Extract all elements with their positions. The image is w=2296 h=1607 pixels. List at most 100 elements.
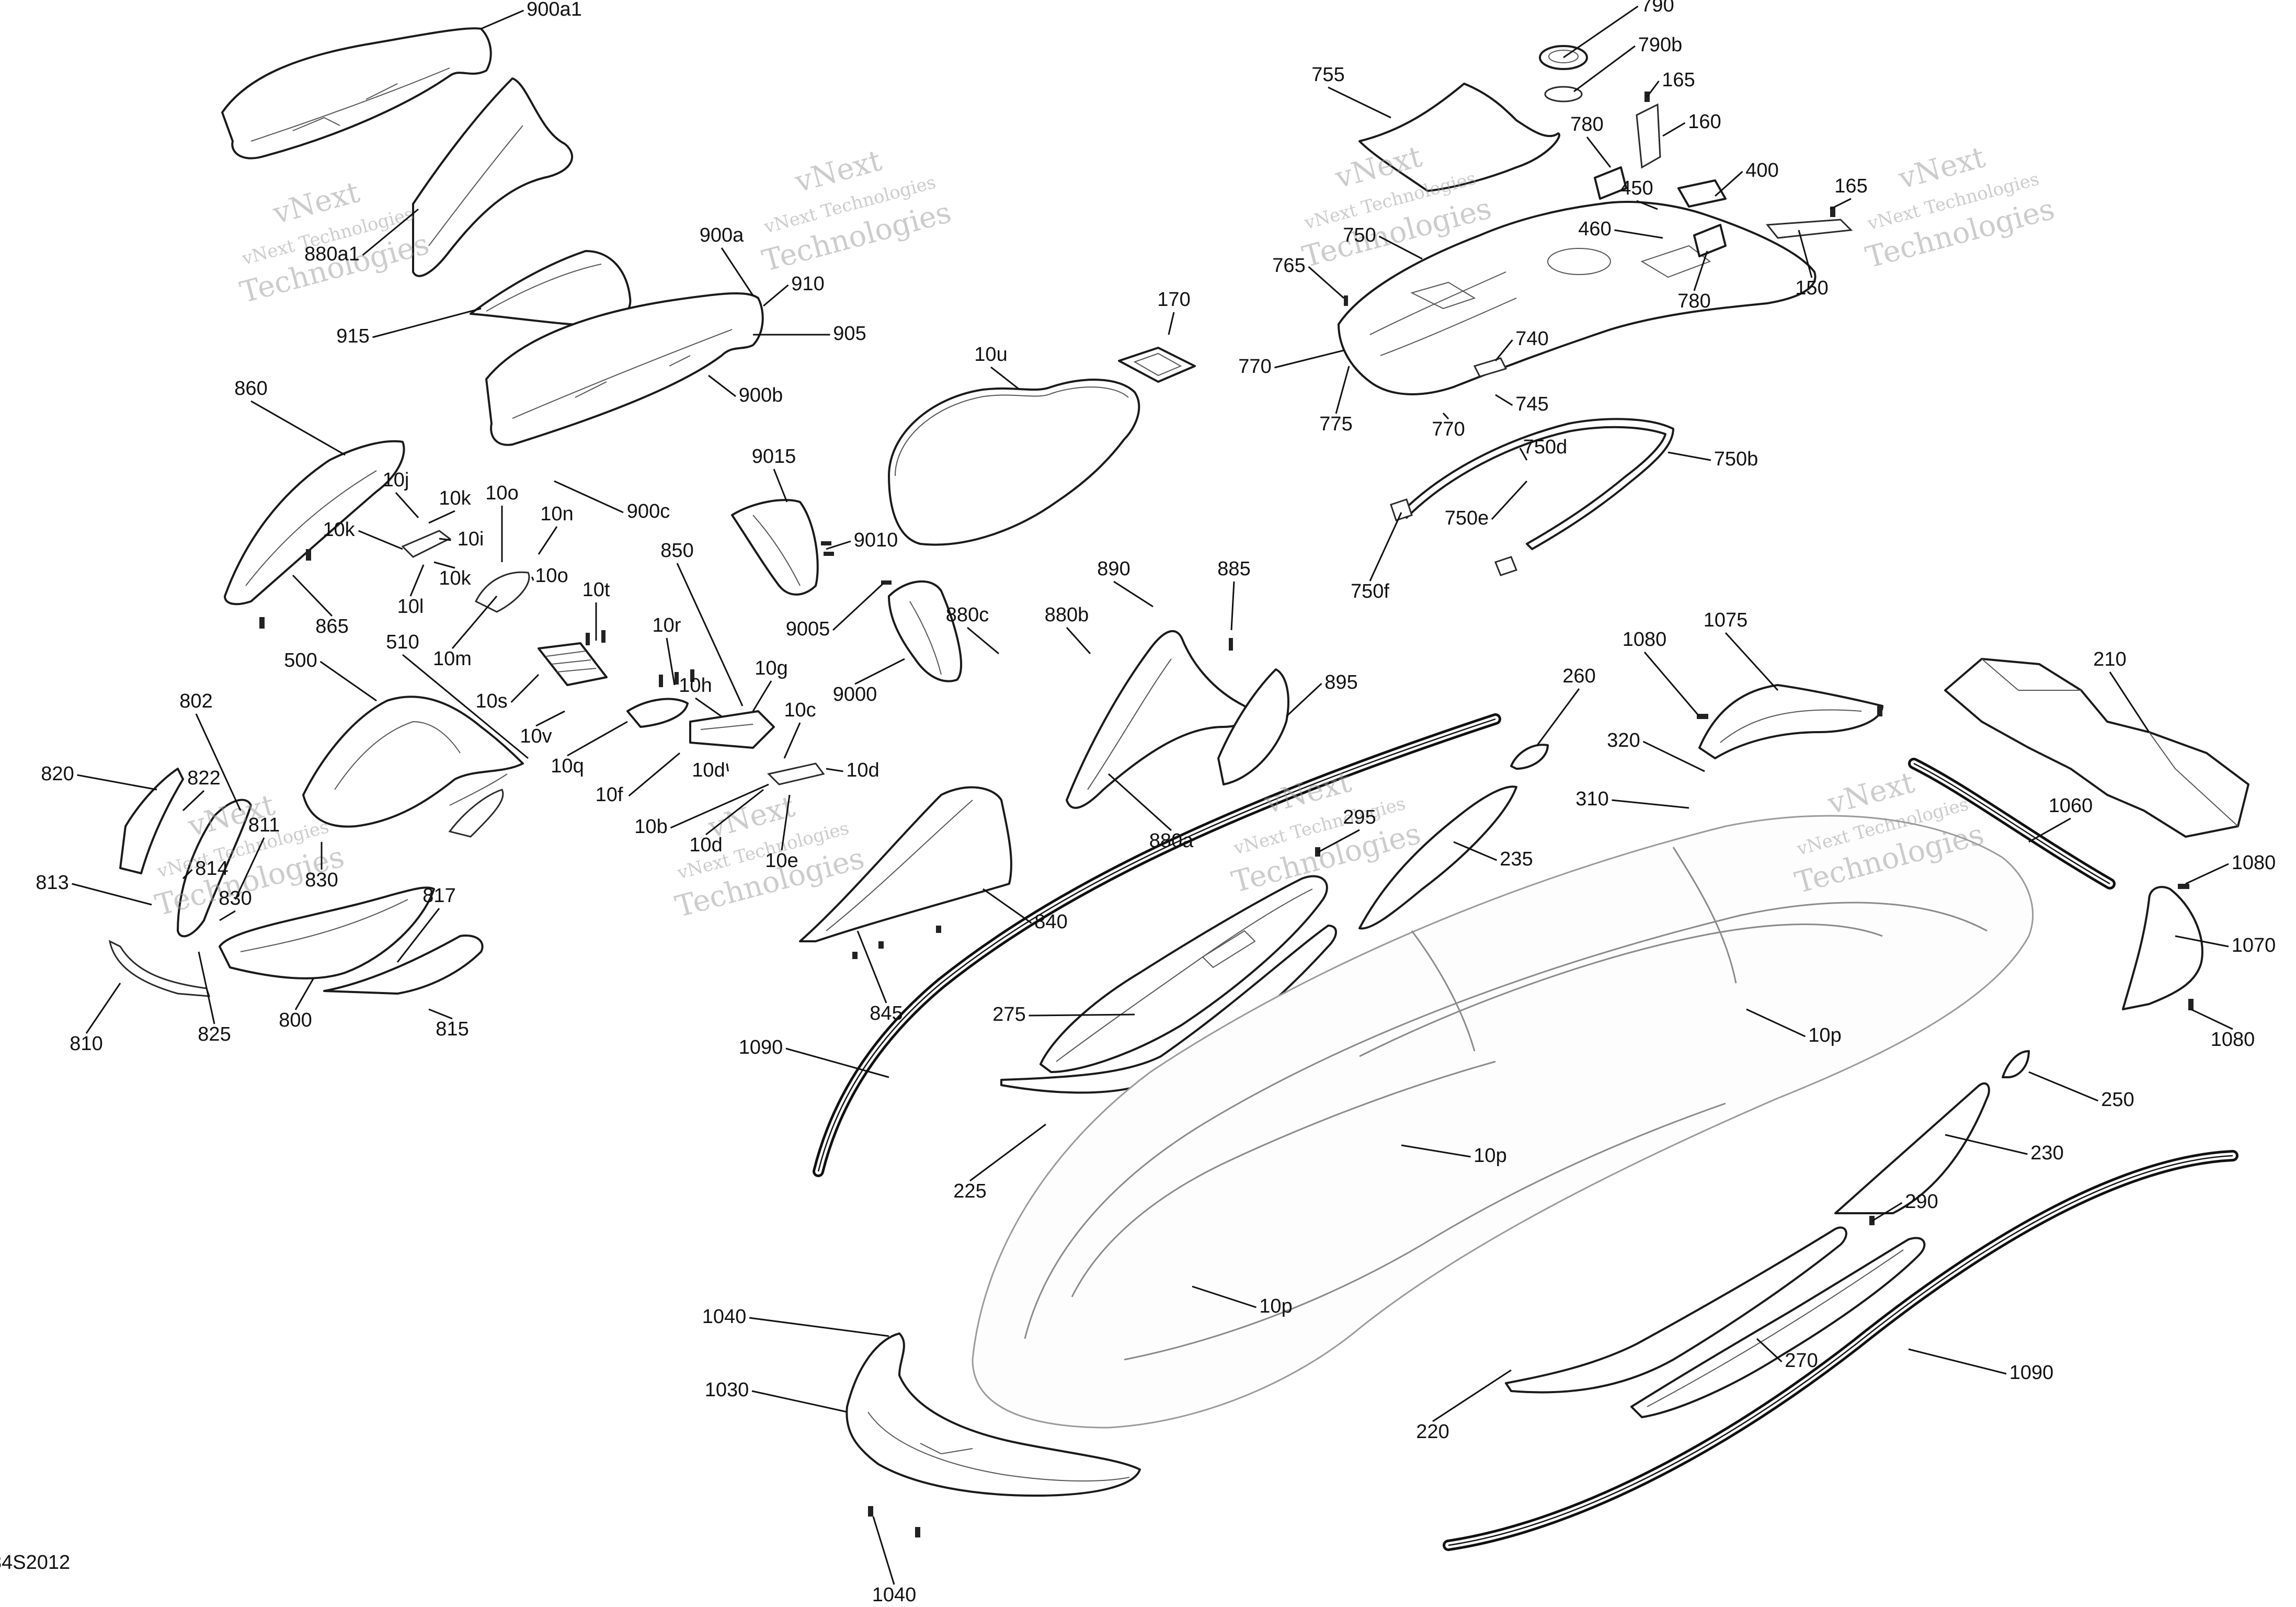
- part-860-front-fairing: [224, 440, 405, 606]
- callout-label: 1030: [705, 1379, 749, 1401]
- callout-label: 165: [1834, 175, 1867, 197]
- callout-label: 235: [1500, 848, 1533, 870]
- callout-leader-line: [234, 837, 265, 900]
- callout-leader-line: [1871, 1202, 1903, 1222]
- callout-leader-line: [1230, 581, 1235, 631]
- callout-leader-line: [967, 626, 999, 655]
- callout-leader-line: [1453, 841, 1498, 861]
- callout-leader-line: [832, 582, 885, 631]
- callout-label: 822: [187, 767, 220, 789]
- callout-label: 9005: [786, 618, 830, 640]
- part-270-step: [1630, 1237, 1926, 1418]
- callout-label: 10u: [974, 344, 1007, 366]
- part-400-handle: [1677, 179, 1727, 208]
- callout-leader-line: [1432, 1369, 1512, 1422]
- callout-leader-line: [428, 510, 455, 524]
- callout-label: 1040: [702, 1306, 747, 1328]
- callout-leader-line: [428, 1008, 453, 1020]
- callout-leader-line: [785, 1047, 889, 1078]
- callout-leader-line: [2028, 1071, 2099, 1102]
- part-900a1-side-panel: [221, 27, 492, 159]
- part-780-latch-b: [1693, 224, 1727, 257]
- callout-leader-line: [705, 789, 764, 836]
- callout-label: 150: [1795, 277, 1828, 299]
- callout-label: 260: [1562, 665, 1595, 687]
- callout-label: 810: [70, 1033, 102, 1055]
- callout-label: 1040: [872, 1584, 917, 1606]
- callout-leader-line: [781, 794, 791, 851]
- callout-leader-line: [85, 983, 121, 1034]
- callout-label: 10s: [475, 690, 507, 712]
- callout-label: 755: [1311, 64, 1344, 86]
- callout-leader-line: [182, 790, 205, 812]
- callout-label: 9015: [752, 446, 796, 468]
- callout-leader-line: [2175, 935, 2229, 948]
- callout-label: 900a: [700, 224, 744, 246]
- callout-leader-line: [250, 400, 346, 456]
- callout-leader-line: [362, 208, 419, 256]
- callout-leader-line: [856, 930, 887, 1004]
- callout-label: 210: [2093, 648, 2126, 670]
- callout-label: 10e: [765, 850, 798, 872]
- callout-leader-line: [1830, 198, 1852, 210]
- callout-leader-line: [1667, 451, 1711, 461]
- part-10u-gasket: [888, 379, 1140, 546]
- callout-label: 10h: [679, 675, 712, 697]
- callout-label: 780: [1570, 113, 1603, 135]
- callout-label: 1090: [739, 1036, 783, 1058]
- callout-leader-line: [2109, 671, 2150, 733]
- callout-leader-line: [554, 480, 624, 514]
- part-230-side-panel: [1834, 1082, 1990, 1214]
- callout-label: 290: [1905, 1191, 1938, 1213]
- callout-leader-line: [1107, 773, 1172, 831]
- part-275-footrest: [1040, 875, 1328, 1073]
- callout-label: 865: [315, 616, 348, 637]
- callout-label: 800: [279, 1009, 312, 1031]
- part-10i-bracket: [401, 530, 451, 558]
- callout-label: 845: [870, 1002, 903, 1024]
- callout-label: 10p: [1259, 1295, 1292, 1317]
- callout-leader-line: [1798, 230, 1813, 278]
- callout-leader-line: [1945, 1134, 2028, 1155]
- callout-label: 765: [1272, 255, 1305, 277]
- callout-label: 510: [386, 631, 419, 653]
- callout-label: 1080: [2232, 852, 2276, 874]
- callout-leader-line: [319, 660, 377, 702]
- callout-leader-line: [1335, 366, 1350, 414]
- part-1090-rub-strip-right: [1443, 1150, 2238, 1551]
- part-750b-seal: [1400, 418, 1674, 550]
- callout-label: 802: [179, 690, 212, 712]
- callout-label: 10j: [383, 469, 409, 491]
- part-820-reflector: [119, 768, 184, 874]
- callout-label: 160: [1688, 111, 1721, 133]
- callout-leader-line: [358, 530, 403, 550]
- callout-leader-line: [1113, 580, 1153, 608]
- callout-label: 830: [305, 869, 338, 891]
- callout-leader-line: [396, 908, 440, 963]
- callout-leader-line: [628, 752, 680, 797]
- part-210-platform-mat: [1944, 658, 2249, 838]
- callout-label: 10d: [692, 759, 725, 781]
- callout-label: 814: [195, 858, 228, 880]
- callout-leader-line: [773, 469, 788, 503]
- callout-leader-line: [1274, 349, 1344, 369]
- part-915-window: [470, 250, 632, 326]
- part-1070-rear-corner: [2122, 886, 2203, 1010]
- callout-label: 885: [1217, 558, 1250, 580]
- callout-leader-line: [969, 1123, 1046, 1182]
- callout-label: 10d: [846, 759, 879, 781]
- part-780-latch-a: [1594, 166, 1627, 200]
- part-1075-rear-bumper: [1698, 684, 1883, 759]
- callout-label: 10r: [653, 614, 681, 636]
- callout-label: 750e: [1445, 507, 1489, 529]
- callout-leader-line: [752, 680, 772, 712]
- callout-label: 790: [1641, 0, 1674, 16]
- callout-leader-line: [695, 697, 722, 717]
- callout-label: 10v: [520, 725, 552, 747]
- callout-leader-line: [1491, 480, 1528, 520]
- callout-label: 1060: [2049, 795, 2093, 817]
- callout-label: 820: [41, 763, 74, 785]
- part-260-cap: [1510, 744, 1549, 770]
- callout-leader-line: [1646, 81, 1660, 97]
- callout-label: 10m: [433, 648, 472, 670]
